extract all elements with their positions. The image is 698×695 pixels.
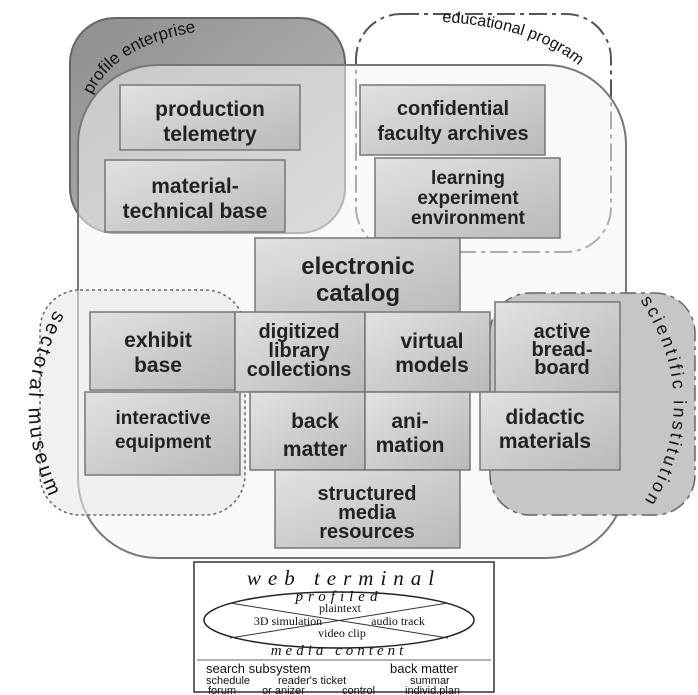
web-terminal-title: web terminal — [247, 566, 441, 590]
ellipse-cross-line — [229, 602, 449, 639]
label-library: library — [268, 340, 330, 362]
label-production: production — [155, 98, 265, 121]
label-confidential: confidential — [397, 98, 509, 120]
piece-labels: production telemetry material- technical… — [115, 98, 593, 543]
label-base: base — [134, 354, 182, 377]
media-content-label: media content — [271, 643, 408, 659]
label-digitized: digitized — [258, 321, 339, 343]
label-matter: matter — [283, 438, 347, 461]
profiled-label: profiled — [295, 589, 383, 605]
label-exhibit: exhibit — [124, 329, 192, 352]
label-ani: ani- — [391, 410, 428, 433]
summar-label: summar — [410, 675, 450, 687]
organizer-label: or anizer — [262, 685, 305, 695]
forum-label: forum — [208, 685, 236, 695]
label-telemetry: telemetry — [163, 123, 257, 146]
piece-material-technical-base — [104, 159, 286, 233]
media-content-ellipse — [203, 591, 475, 649]
label-environment: environment — [411, 208, 526, 229]
control-label: control — [342, 685, 375, 695]
label-virtual: virtual — [400, 330, 463, 353]
label-collections: collections — [247, 359, 351, 381]
label-experiment: experiment — [417, 188, 519, 209]
piece-structured-media — [274, 469, 461, 549]
video-clip-label: video clip — [318, 626, 366, 640]
label-back: back — [291, 410, 339, 433]
label-learning: learning — [431, 168, 505, 189]
piece-learning-environment — [374, 157, 561, 239]
piece-animation — [364, 391, 471, 471]
label-resources: resources — [319, 521, 415, 543]
search-subsystem-label: search subsystem — [206, 661, 311, 676]
plaintext-label: plaintext — [319, 601, 362, 615]
piece-interactive-equipment — [84, 391, 241, 476]
back-matter-label: back matter — [390, 661, 459, 676]
label-models: models — [395, 354, 469, 377]
web-terminal: web terminal profiled plaintext 3D simul… — [193, 561, 495, 695]
label-equipment: equipment — [115, 432, 212, 453]
label-interactive: interactive — [115, 408, 210, 429]
educational-program-label: educational program — [442, 9, 587, 69]
label-structured: structured — [318, 483, 417, 505]
label-active: active — [534, 321, 591, 343]
readers-ticket-label: reader's ticket — [278, 675, 346, 687]
schedule-label: schedule — [206, 675, 250, 687]
label-material: material- — [151, 175, 239, 198]
piece-didactic-materials — [479, 391, 621, 471]
label-media: media — [338, 502, 397, 524]
simulation-label: 3D simulation — [254, 614, 322, 628]
piece-confidential-archives — [359, 84, 546, 156]
audio-track-label: audio track — [371, 614, 425, 628]
label-board: board — [534, 357, 590, 379]
label-catalog: catalog — [316, 280, 400, 307]
label-technical-base: technical base — [123, 200, 268, 223]
label-materials: materials — [499, 430, 591, 453]
label-bread: bread- — [531, 339, 592, 361]
label-faculty-archives: faculty archives — [377, 123, 528, 145]
puzzle-pieces — [84, 84, 621, 549]
piece-production-telemetry — [119, 84, 301, 151]
label-mation: mation — [376, 434, 445, 457]
individ-plan-label: individ.plan — [405, 685, 460, 695]
label-electronic: electronic — [301, 253, 414, 280]
label-didactic: didactic — [505, 406, 585, 429]
